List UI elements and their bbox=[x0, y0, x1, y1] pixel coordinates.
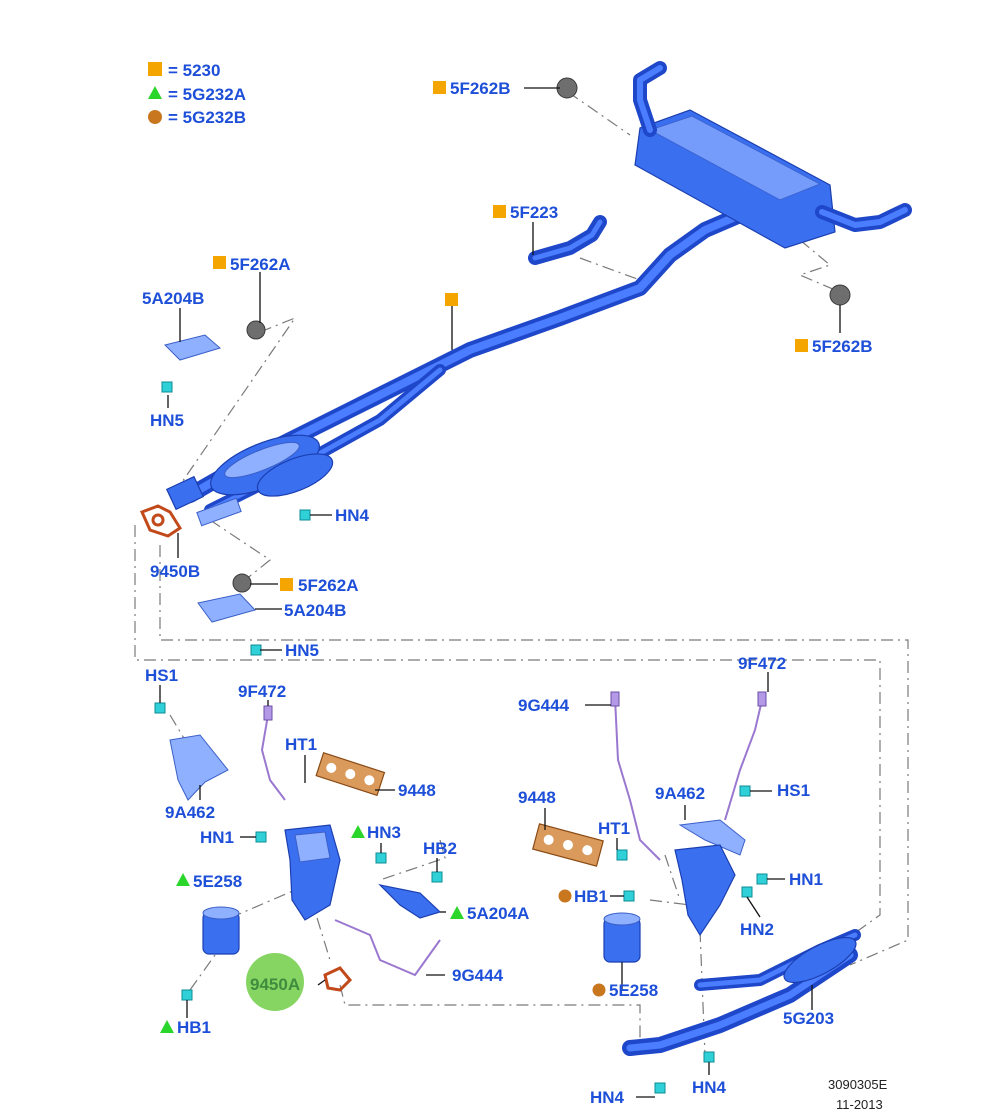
legend-triangle-icon bbox=[148, 86, 162, 99]
callout-5f262b-right: 5F262B bbox=[812, 337, 872, 356]
callout-5f262a-mid: 5F262A bbox=[298, 576, 358, 595]
callout-hb1-left: HB1 bbox=[177, 1018, 211, 1037]
callout-5e258-right: 5E258 bbox=[609, 981, 658, 1000]
square-marker bbox=[795, 339, 808, 352]
callout-hn4-mid: HN4 bbox=[335, 506, 370, 525]
legend: = 5230 = 5G232A = 5G232B bbox=[148, 61, 246, 127]
circle-marker bbox=[558, 889, 572, 903]
square-marker bbox=[493, 205, 506, 218]
legend-label-5230: = 5230 bbox=[168, 61, 220, 80]
callout-9f472-left: 9F472 bbox=[238, 682, 286, 701]
brackets-5a204b bbox=[161, 334, 311, 656]
callout-hn2: HN2 bbox=[740, 920, 774, 939]
gasket-9450b bbox=[139, 504, 183, 538]
left-manifold-assembly bbox=[154, 702, 443, 1001]
callout-5f262b-top: 5F262B bbox=[450, 79, 510, 98]
drawing-number: 3090305E bbox=[828, 1077, 888, 1092]
square-marker bbox=[280, 578, 293, 591]
sensor-9g444-right bbox=[614, 697, 661, 861]
front-resonator bbox=[209, 434, 334, 497]
callout-9a462-left: 9A462 bbox=[165, 803, 215, 822]
triangle-marker bbox=[450, 906, 464, 919]
callout-9450b: 9450B bbox=[150, 562, 200, 581]
insulator-left-top bbox=[246, 320, 266, 340]
callout-5a204a: 5A204A bbox=[467, 904, 529, 923]
callout-ht1-left: HT1 bbox=[285, 735, 317, 754]
rear-muffler bbox=[634, 109, 836, 249]
callout-9448-right: 9448 bbox=[518, 788, 556, 807]
callout-hn5-top: HN5 bbox=[150, 411, 184, 430]
callout-hn1-right: HN1 bbox=[789, 870, 823, 889]
callout-5a204b-mid: 5A204B bbox=[284, 601, 346, 620]
callout-hb1-right: HB1 bbox=[574, 887, 608, 906]
sensor-9f472-right bbox=[724, 699, 763, 821]
callout-9450a: 9450A bbox=[250, 975, 300, 994]
callout-5a204b-top: 5A204B bbox=[142, 289, 204, 308]
leader-lines bbox=[159, 87, 841, 1098]
callout-hn4-bottom-left: HN4 bbox=[590, 1088, 625, 1107]
callout-9448-left: 9448 bbox=[398, 781, 436, 800]
callout-9a462-right: 9A462 bbox=[655, 784, 705, 803]
insulator-left-mid bbox=[232, 573, 252, 593]
triangle-marker bbox=[351, 825, 365, 838]
callout-hn4-bottom-right: HN4 bbox=[692, 1078, 727, 1097]
square-marker bbox=[433, 81, 446, 94]
callout-hs1-right: HS1 bbox=[777, 781, 810, 800]
front-flange bbox=[165, 475, 205, 511]
legend-circle-icon bbox=[148, 110, 162, 124]
callout-symbols bbox=[160, 81, 808, 1033]
triangle-marker bbox=[160, 1020, 174, 1033]
callout-5f223: 5F223 bbox=[510, 203, 558, 222]
callout-9f472-right: 9F472 bbox=[738, 654, 786, 673]
legend-label-5g232a: = 5G232A bbox=[168, 85, 246, 104]
callout-hn3: HN3 bbox=[367, 823, 401, 842]
sensor-9f472-left bbox=[260, 714, 286, 801]
callout-labels: 5F262B 5F223 5F262B 5F262A 5A204B HN5 HN… bbox=[142, 79, 872, 1107]
callout-hn1-left: HN1 bbox=[200, 828, 234, 847]
circle-marker bbox=[592, 983, 606, 997]
square-marker bbox=[445, 293, 458, 306]
highlight-circle bbox=[246, 953, 304, 1011]
drawing-footer: 3090305E 11-2013 bbox=[828, 1077, 888, 1112]
callout-hb2: HB2 bbox=[423, 839, 457, 858]
sensor-9g444-left bbox=[334, 919, 441, 977]
insulator-right bbox=[829, 284, 851, 306]
rear-exhaust-assembly bbox=[165, 61, 912, 527]
legend-square-icon bbox=[148, 62, 162, 76]
rubber-insulators bbox=[232, 77, 851, 593]
callout-5g203: 5G203 bbox=[783, 1009, 834, 1028]
callout-5f262a-top: 5F262A bbox=[230, 255, 290, 274]
callout-5e258-left: 5E258 bbox=[193, 872, 242, 891]
callout-9g444-left: 9G444 bbox=[452, 966, 504, 985]
heat-shield-5f223 bbox=[528, 215, 607, 265]
drawing-date: 11-2013 bbox=[836, 1097, 883, 1112]
callout-hs1-left: HS1 bbox=[145, 666, 178, 685]
legend-label-5g232b: = 5G232B bbox=[168, 108, 246, 127]
callout-ht1-right: HT1 bbox=[598, 819, 630, 838]
right-manifold-assembly bbox=[532, 691, 861, 1094]
square-marker bbox=[213, 256, 226, 269]
triangle-marker bbox=[176, 873, 190, 886]
callout-hn5-mid: HN5 bbox=[285, 641, 319, 660]
callout-9g444-right: 9G444 bbox=[518, 696, 570, 715]
